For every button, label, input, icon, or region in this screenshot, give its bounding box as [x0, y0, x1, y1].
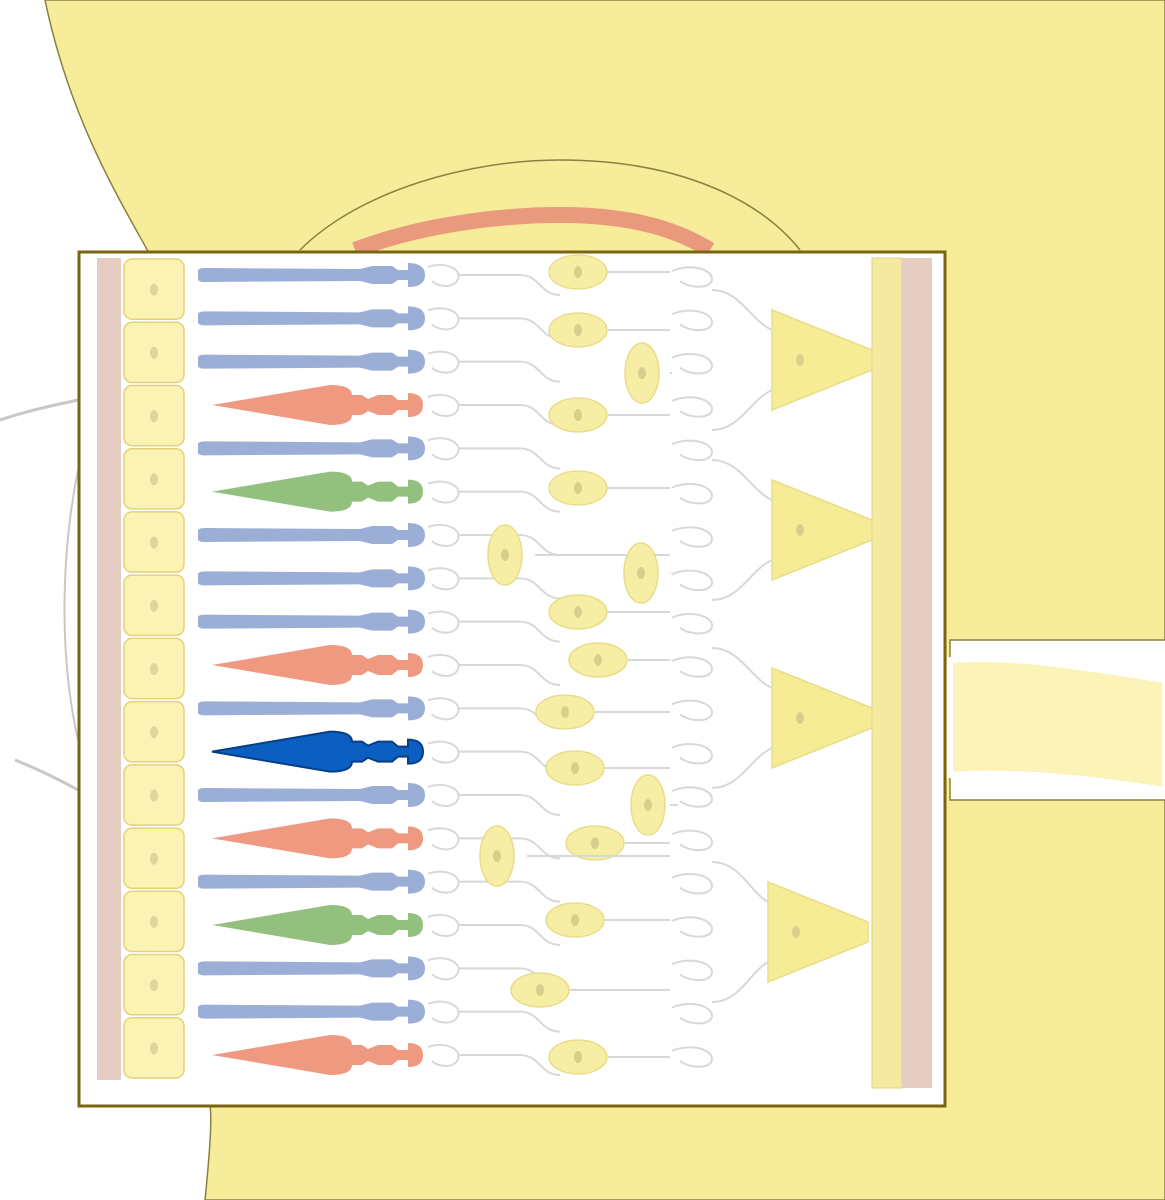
epithelium-nucleus: [150, 600, 158, 612]
bipolar-nucleus: [591, 837, 599, 849]
epithelium-nucleus: [150, 1042, 158, 1054]
bipolar-nucleus: [574, 606, 582, 618]
epithelium-nucleus: [150, 979, 158, 991]
bipolar-nucleus: [571, 762, 579, 774]
ganglion-nucleus: [796, 712, 804, 724]
ganglion-nucleus: [792, 926, 800, 938]
epithelium-nucleus: [150, 916, 158, 928]
epithelium-nucleus: [150, 789, 158, 801]
nerve-strand-left-1: [0, 400, 78, 420]
bipolar-nucleus: [536, 984, 544, 996]
epithelium-nucleus: [150, 663, 158, 675]
bipolar-nucleus: [571, 914, 579, 926]
bipolar-nucleus: [574, 409, 582, 421]
bipolar-nucleus: [561, 706, 569, 718]
bipolar-nucleus: [574, 482, 582, 494]
bipolar-nucleus: [594, 654, 602, 666]
bipolar-nucleus: [501, 549, 509, 561]
bipolar-nucleus: [574, 324, 582, 336]
epithelium-nucleus: [150, 537, 158, 549]
epithelium-layer: [124, 259, 184, 1078]
ganglion-nucleus: [796, 524, 804, 536]
eye-inner-curve: [65, 470, 79, 740]
nerve-strand-left-2: [15, 760, 78, 790]
epithelium-nucleus: [150, 347, 158, 359]
epithelium-nucleus: [150, 473, 158, 485]
inner-limiting-membrane: [872, 258, 902, 1088]
pigment-band-left: [97, 258, 121, 1080]
epithelium-nucleus: [150, 410, 158, 422]
optic-nerve: [950, 659, 1165, 790]
epithelium-nucleus: [150, 284, 158, 296]
bipolar-nucleus: [638, 367, 646, 379]
bipolar-nucleus: [574, 266, 582, 278]
bipolar-nucleus: [637, 567, 645, 579]
epithelium-nucleus: [150, 726, 158, 738]
pigment-band-right: [902, 258, 932, 1088]
bipolar-nucleus: [574, 1051, 582, 1063]
bipolar-nucleus: [493, 850, 501, 862]
epithelium-nucleus: [150, 853, 158, 865]
ganglion-nucleus: [796, 354, 804, 366]
bipolar-nucleus: [644, 799, 652, 811]
